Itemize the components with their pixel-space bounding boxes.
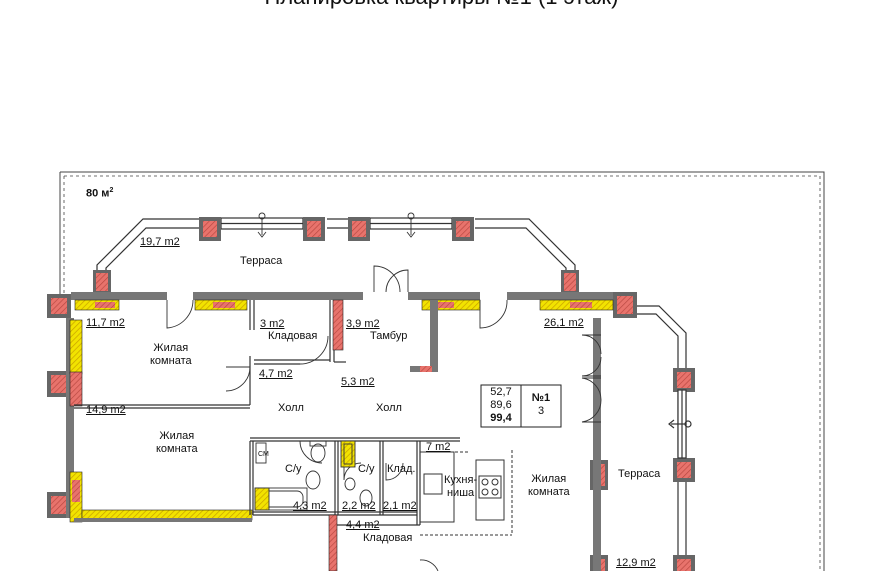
storage1-area: 3 m2 bbox=[260, 318, 285, 330]
corridor-area: 4,7 m2 bbox=[259, 368, 293, 380]
bath-fixtures bbox=[254, 440, 373, 511]
terrace-area-top: 80 м2 bbox=[86, 187, 114, 200]
terrace-right-name: Терраса bbox=[618, 468, 661, 480]
plan-title: Планировка квартиры №1 (1 этаж) bbox=[0, 0, 883, 10]
room2-area: 14,9 m2 bbox=[86, 404, 126, 416]
storage1-name: Кладовая bbox=[268, 330, 318, 342]
terrace-small-area: 19,7 m2 bbox=[140, 236, 180, 248]
terrace-bay bbox=[96, 217, 576, 294]
bath1-area: 4,3 m2 bbox=[293, 500, 327, 512]
storage3-name: Кладовая bbox=[363, 532, 413, 544]
vestibule-name: Тамбур bbox=[370, 330, 408, 342]
kitchen-area: 7 m2 bbox=[426, 441, 451, 453]
exterior-walls bbox=[66, 292, 614, 571]
pillars bbox=[47, 217, 695, 571]
summary-box bbox=[480, 384, 562, 428]
light-icons bbox=[257, 212, 416, 238]
interior-walls bbox=[74, 299, 460, 571]
terrace-right-outline bbox=[637, 305, 692, 555]
kitchen-name: Кухня- ниша bbox=[444, 474, 478, 499]
kitchen-unit bbox=[419, 450, 513, 536]
terrace-small-name: Терраса bbox=[240, 255, 283, 267]
terrace-outline bbox=[59, 171, 825, 571]
balcony-right-area: 26,1 m2 bbox=[544, 317, 584, 329]
vestibule-area: 3,9 m2 bbox=[346, 318, 380, 330]
hall2-label: Холл bbox=[376, 402, 402, 414]
summary-total: 89,6 bbox=[490, 399, 512, 411]
washer-label: СМ bbox=[258, 451, 269, 458]
door-swings bbox=[166, 265, 602, 571]
room1-area: 11,7 m2 bbox=[86, 317, 125, 329]
bath2-area: 2,2 m2 bbox=[342, 500, 376, 512]
bath1-name: С/у bbox=[285, 463, 302, 475]
summary-total-balconies: 99,4 bbox=[490, 412, 512, 424]
living-right-name: Жилая комната bbox=[528, 473, 570, 498]
apartment-number: №1 bbox=[531, 392, 551, 404]
bath2-name: С/у bbox=[358, 463, 375, 475]
terrace-right-area: 12,9 m2 bbox=[616, 557, 656, 569]
hall-area: 5,3 m2 bbox=[341, 376, 375, 388]
summary-living: 52,7 bbox=[490, 386, 512, 398]
room2-name: Жилая комната bbox=[156, 430, 198, 455]
storage2-name: Клад. bbox=[387, 463, 416, 475]
storage3-area: 4,4 m2 bbox=[346, 519, 380, 531]
room1-name: Жилая комната bbox=[150, 342, 192, 367]
hall1-label: Холл bbox=[278, 402, 304, 414]
storage2-area: 2,1 m2 bbox=[383, 500, 417, 512]
rooms-count: 3 bbox=[537, 405, 545, 417]
